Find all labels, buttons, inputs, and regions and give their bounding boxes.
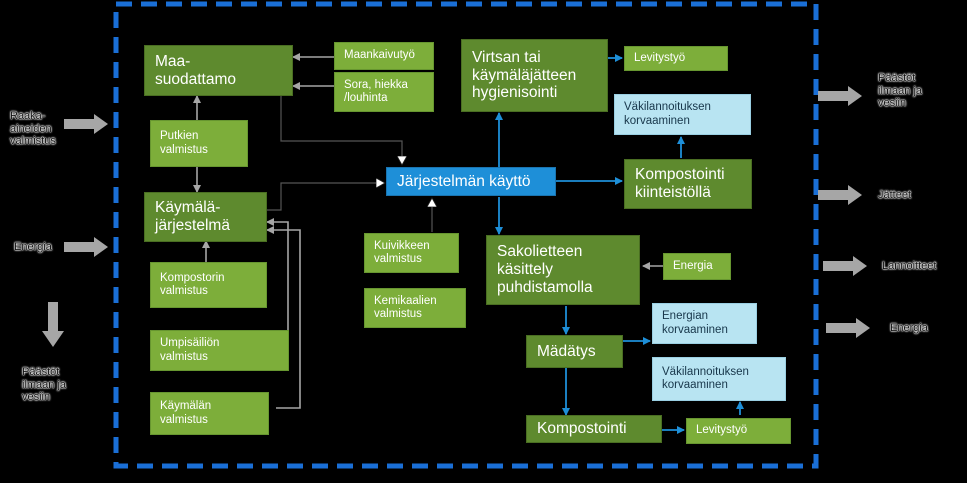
label-maasuodattamo: Maa- suodattamo (155, 52, 236, 88)
label-kompostorin: Kompostorin valmistus (160, 271, 225, 297)
label-kompostointi: Kompostointi (537, 420, 627, 438)
box-maankaivutyo: Maankaivutyö (334, 42, 434, 70)
box-sakolietteen: Sakolietteen käsittely puhdistamolla (486, 235, 640, 305)
box-sora: Sora, hiekka /louhinta (334, 72, 434, 112)
ext-paastot-left: Päästöt ilmaan ja vesiin (22, 366, 67, 404)
label-energia: Energia (673, 259, 713, 272)
box-kompostorin: Kompostorin valmistus (150, 262, 267, 308)
label-umpisailion: Umpisäiliön valmistus (160, 337, 220, 363)
box-kaymalan: Käymälän valmistus (150, 392, 269, 435)
box-madatys: Mädätys (526, 335, 623, 368)
label-kompostointi-kiinteistolla: Kompostointi kiinteistöllä (635, 166, 725, 201)
ext-lannoitteet: Lannoitteet (882, 260, 937, 272)
ext-raaka-aineiden: Raaka- aineiden valmistus (10, 110, 56, 148)
label-jarjestelman-kaytto: Järjestelmän käyttö (397, 172, 531, 190)
external-arrows (42, 86, 870, 347)
label-madatys: Mädätys (537, 342, 596, 360)
box-vakilannoitus-2: Väkilannoituksen korvaaminen (652, 357, 786, 401)
label-kuivikkeen: Kuivikkeen valmistus (374, 239, 430, 265)
label-levitystyo-1: Levitystyö (634, 51, 686, 64)
system-boundary (113, 1, 819, 469)
gray-connectors (193, 53, 663, 409)
label-sora: Sora, hiekka /louhinta (344, 78, 408, 104)
ext-energia-out: Energia (890, 322, 928, 334)
label-vakilannoitus-2: Väkilannoituksen korvaaminen (662, 365, 749, 391)
box-kompostointi-kiinteistolla: Kompostointi kiinteistöllä (624, 159, 752, 209)
blue-connectors (495, 54, 744, 434)
ext-jatteet: Jätteet (878, 189, 912, 201)
box-jarjestelman-kaytto: Järjestelmän käyttö (386, 167, 556, 196)
label-vakilannoitus-1: Väkilannoituksen korvaaminen (624, 101, 711, 127)
box-vakilannoitus-1: Väkilannoituksen korvaaminen (614, 94, 751, 135)
box-virtsan: Virtsan tai käymäläjätteen hygienisointi (461, 39, 608, 112)
box-energian-korvaaminen: Energian korvaaminen (652, 303, 757, 344)
label-kemikaalien: Kemikaalien valmistus (374, 294, 437, 320)
label-levitystyo-2: Levitystyö (696, 424, 748, 437)
label-energian-korvaaminen: Energian korvaaminen (662, 310, 728, 336)
label-maankaivutyo: Maankaivutyö (344, 49, 415, 62)
box-kaymalajarjestelma: Käymälä- järjestelmä (144, 192, 267, 242)
box-maasuodattamo: Maa- suodattamo (144, 45, 293, 96)
label-kaymalajarjestelma: Käymälä- järjestelmä (155, 199, 230, 234)
ext-paastot-right: Päästöt ilmaan ja vesiin (878, 72, 923, 110)
label-sakolietteen: Sakolietteen käsittely puhdistamolla (497, 243, 593, 296)
box-umpisailion: Umpisäiliön valmistus (150, 330, 289, 371)
box-kompostointi: Kompostointi (526, 415, 662, 443)
box-levitystyo-2: Levitystyö (686, 418, 791, 444)
dark-connectors (267, 96, 432, 232)
label-putkien: Putkien valmistus (160, 130, 208, 156)
label-virtsan: Virtsan tai käymäläjätteen hygienisointi (472, 48, 577, 102)
box-energia: Energia (663, 253, 731, 280)
ext-energia-in: Energia (14, 241, 52, 253)
box-kuivikkeen: Kuivikkeen valmistus (364, 233, 459, 273)
box-kemikaalien: Kemikaalien valmistus (364, 288, 466, 328)
label-kaymalan: Käymälän valmistus (160, 400, 212, 426)
box-levitystyo-1: Levitystyö (624, 46, 728, 71)
box-putkien: Putkien valmistus (150, 120, 248, 167)
